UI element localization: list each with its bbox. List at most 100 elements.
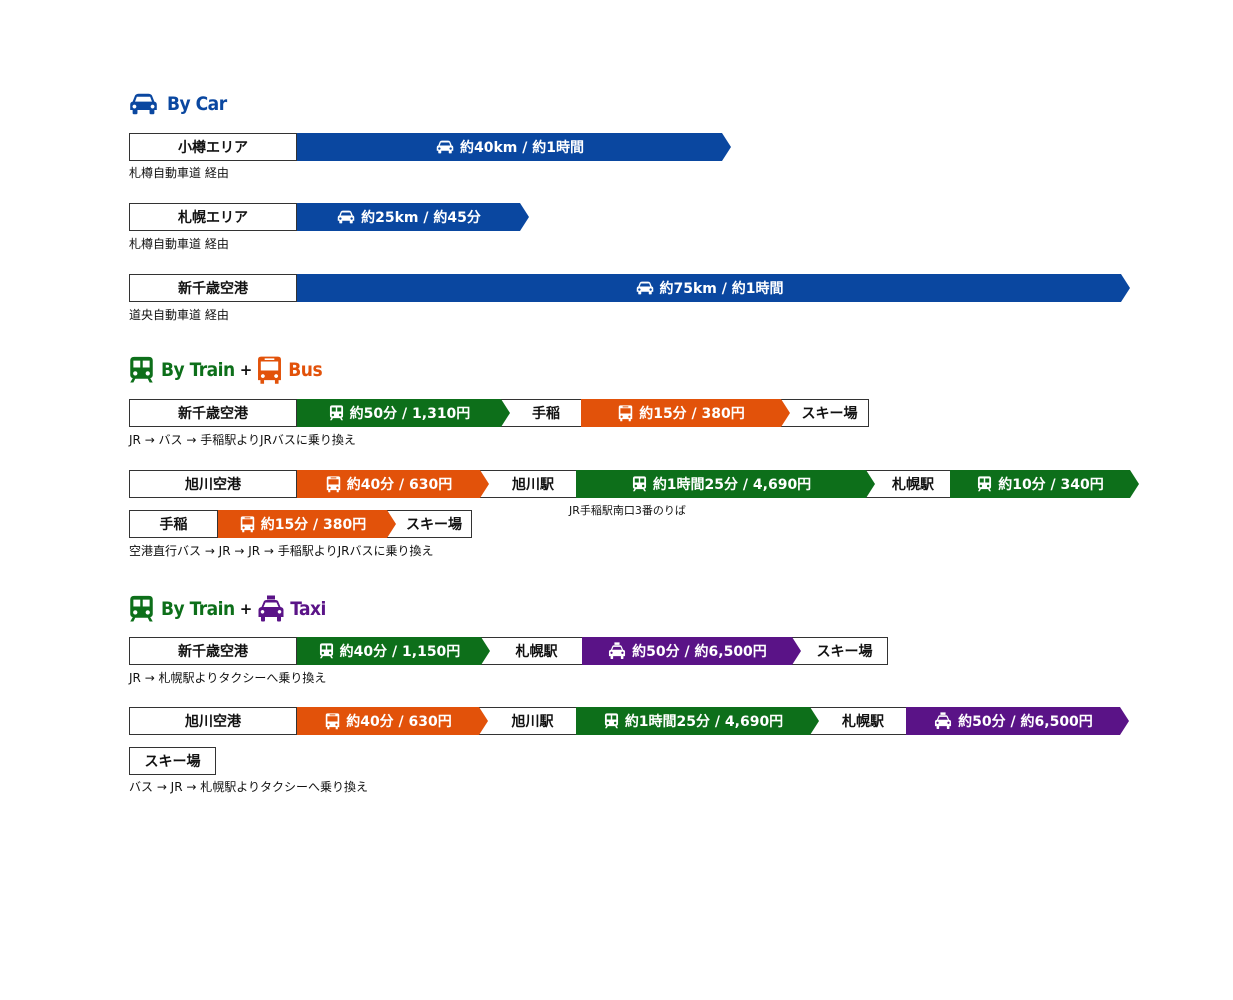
origin-asahikawa-airport: 旭川空港 — [129, 707, 297, 735]
origin-label: 新千歳空港 — [178, 281, 248, 297]
bus-segment-label: 約15分 / 380円 — [639, 406, 745, 422]
train-taxi-route-asahikawa-cont: スキー場 — [129, 747, 216, 775]
train-bus-route-asahikawa: 旭川空港 約40分 / 630円 旭川駅 約1時間25分 / 4,690円 札幌… — [129, 470, 1139, 498]
taxi-icon — [257, 595, 285, 623]
train-title: By Train — [161, 598, 235, 620]
train-segment: 約1時間25分 / 4,690円 — [576, 707, 819, 735]
origin-otaru-area: 小樽エリア — [129, 133, 297, 161]
car-icon — [129, 93, 158, 115]
train-icon — [632, 476, 647, 492]
stop-label: 札幌駅 — [842, 714, 884, 730]
train-icon — [977, 476, 992, 492]
destination-label: スキー場 — [801, 406, 858, 422]
train-segment-label: 約1時間25分 / 4,690円 — [624, 714, 784, 730]
stop-asahikawa-station: 旭川駅 — [480, 470, 576, 498]
taxi-segment: 約50分 / 約6,500円 — [582, 637, 801, 665]
train-bus-route-new-chitose: 新千歳空港 約50分 / 1,310円 手稲 約15分 / 380円 スキー場 — [129, 399, 869, 427]
car-route-new-chitose: 新千歳空港 約75km / 約1時間 — [129, 274, 1130, 302]
destination-ski-area: スキー場 — [781, 399, 869, 427]
taxi-segment-label: 約50分 / 約6,500円 — [632, 644, 767, 660]
bus-segment: 約15分 / 380円 — [218, 510, 396, 538]
destination-label: スキー場 — [816, 644, 873, 660]
taxi-title: Taxi — [290, 598, 326, 620]
stop-label: 旭川駅 — [512, 477, 554, 493]
origin-label: 旭川空港 — [185, 714, 241, 730]
plus-sign: + — [239, 600, 253, 618]
route-note: 道央自動車道 経由 — [129, 308, 229, 322]
car-segment-label: 約75km / 約1時間 — [659, 281, 784, 297]
origin-label: 札幌エリア — [178, 210, 248, 226]
train-bus-route-asahikawa-cont: 手稲 約15分 / 380円 スキー場 — [129, 510, 472, 538]
bus-icon — [257, 356, 282, 385]
car-segment-label: 約40km / 約1時間 — [460, 140, 584, 156]
taxi-segment: 約50分 / 約6,500円 — [906, 707, 1129, 735]
route-note: 空港直行バス → JR → JR → 手稲駅よりJRバスに乗り換え — [129, 544, 434, 558]
destination-ski-area: スキー場 — [387, 510, 472, 538]
stop-sapporo-station: 札幌駅 — [810, 707, 906, 735]
train-bus-section-heading: By Train + Bus — [129, 355, 323, 385]
destination-label: スキー場 — [144, 754, 201, 770]
train-segment: 約40分 / 1,150円 — [297, 637, 490, 665]
car-segment: 約25km / 約45分 — [297, 203, 529, 231]
destination-ski-area: スキー場 — [792, 637, 888, 665]
train-icon — [604, 713, 619, 729]
origin-new-chitose: 新千歳空港 — [129, 637, 297, 665]
stop-sapporo-station: 札幌駅 — [866, 470, 950, 498]
stop-teine: 手稲 — [501, 399, 581, 427]
train-taxi-section-heading: By Train + Taxi — [129, 594, 326, 624]
train-segment-label: 約50分 / 1,310円 — [349, 406, 471, 422]
origin-label: 新千歳空港 — [178, 406, 248, 422]
origin-new-chitose: 新千歳空港 — [129, 274, 297, 302]
bus-segment-label: 約15分 / 380円 — [260, 517, 367, 533]
train-segment: 約50分 / 1,310円 — [297, 399, 510, 427]
car-segment-label: 約25km / 約45分 — [361, 210, 481, 226]
bus-segment: 約40分 / 630円 — [297, 707, 488, 735]
plus-sign: + — [239, 361, 253, 379]
origin-label: 小樽エリア — [178, 140, 248, 156]
train-icon — [319, 643, 334, 659]
bus-title: Bus — [288, 359, 323, 381]
train-segment-label: 約1時間25分 / 4,690円 — [652, 477, 812, 493]
bus-icon — [326, 476, 341, 493]
destination-ski-area: スキー場 — [129, 747, 216, 775]
bus-segment: 約15分 / 380円 — [581, 399, 790, 427]
stop-label: 札幌駅 — [515, 644, 558, 660]
train-taxi-route-asahikawa: 旭川空港 約40分 / 630円 旭川駅 約1時間25分 / 4,690円 札幌… — [129, 707, 1129, 735]
route-note: 札樽自動車道 経由 — [129, 237, 229, 251]
stop-label: 手稲 — [159, 517, 188, 533]
bus-icon — [325, 713, 340, 730]
stop-label: 札幌駅 — [892, 477, 934, 493]
origin-sapporo-area: 札幌エリア — [129, 203, 297, 231]
route-note: バス → JR → 札幌駅よりタクシーへ乗り換え — [129, 780, 369, 794]
bus-segment: 約40分 / 630円 — [297, 470, 489, 498]
train-segment-label: 約40分 / 1,150円 — [339, 644, 461, 660]
origin-asahikawa-airport: 旭川空港 — [129, 470, 297, 498]
route-note: 札樽自動車道 経由 — [129, 166, 229, 180]
bus-segment-label: 約40分 / 630円 — [346, 714, 452, 730]
car-segment: 約40km / 約1時間 — [297, 133, 731, 161]
car-segment: 約75km / 約1時間 — [297, 274, 1130, 302]
car-icon — [636, 281, 654, 295]
route-note: JR → バス → 手稲駅よりJRバスに乗り換え — [129, 433, 356, 447]
stop-asahikawa-station: 旭川駅 — [479, 707, 576, 735]
car-icon — [337, 210, 355, 224]
platform-note: JR手稲駅南口3番のりば — [569, 504, 686, 517]
stop-sapporo-station: 札幌駅 — [481, 637, 582, 665]
taxi-segment-label: 約50分 / 約6,500円 — [958, 714, 1093, 730]
car-route-sapporo: 札幌エリア 約25km / 約45分 — [129, 203, 529, 231]
car-icon — [436, 140, 454, 154]
train-icon — [329, 405, 344, 421]
taxi-icon — [934, 712, 952, 730]
train-segment: 約10分 / 340円 — [950, 470, 1139, 498]
car-section-title: By Car — [167, 93, 227, 115]
route-note: JR → 札幌駅よりタクシーへ乗り換え — [129, 671, 327, 685]
bus-segment-label: 約40分 / 630円 — [346, 477, 453, 493]
stop-label: 手稲 — [532, 406, 560, 422]
bus-icon — [240, 516, 255, 533]
train-segment: 約1時間25分 / 4,690円 — [576, 470, 875, 498]
train-taxi-route-new-chitose: 新千歳空港 約40分 / 1,150円 札幌駅 約50分 / 約6,500円 ス… — [129, 637, 888, 665]
train-segment-label: 約10分 / 340円 — [998, 477, 1104, 493]
origin-new-chitose: 新千歳空港 — [129, 399, 297, 427]
destination-label: スキー場 — [406, 517, 462, 533]
origin-label: 旭川空港 — [185, 477, 241, 493]
